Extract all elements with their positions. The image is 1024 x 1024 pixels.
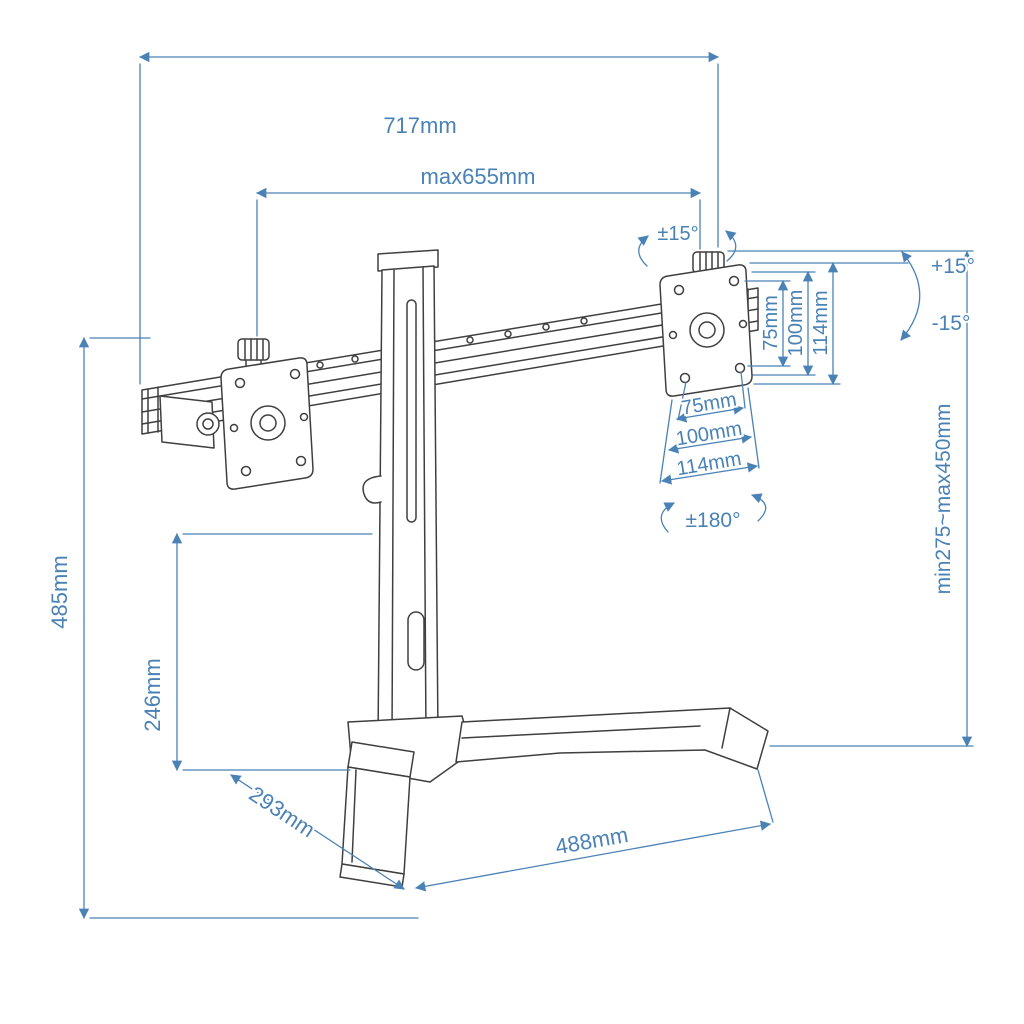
- left-plate-hub: [250, 405, 286, 441]
- label-total-height: 485mm: [47, 555, 72, 628]
- stand-drawing: [141, 249, 769, 888]
- dimension-annotations: [78, 51, 974, 920]
- label-top-width: 717mm: [383, 113, 456, 138]
- right-plate-hub: [689, 312, 725, 348]
- label-vesa-vertical-75: 75mm: [760, 295, 782, 351]
- label-vesa-vertical-114: 114mm: [810, 290, 832, 355]
- label-vesa-horizontal-114: 114mm: [675, 448, 743, 480]
- column-slot: [407, 611, 425, 671]
- label-vesa-horizontal-100: 100mm: [674, 418, 743, 451]
- dim-total-height: [78, 336, 419, 920]
- dim-base-depth: [230, 774, 405, 890]
- base: [339, 707, 769, 888]
- label-lower-column: 246mm: [140, 658, 165, 731]
- left-slider-bracket: [159, 395, 215, 449]
- dim-vesa-vertical: [744, 261, 909, 386]
- label-height-range: min275~max450mm: [932, 404, 955, 595]
- label-tilt-down: -15°: [932, 312, 971, 335]
- dim-knob-tilt-arrows: [637, 230, 737, 267]
- dim-top-width: [138, 51, 720, 385]
- height-adjust-groove: [406, 299, 417, 523]
- dim-vesa-horizontal: [659, 371, 760, 485]
- label-swivel: ±180°: [686, 509, 741, 532]
- base-right-arm: [455, 707, 769, 770]
- cable-hook: [362, 475, 382, 504]
- label-base-width: 488mm: [553, 822, 630, 859]
- label-base-depth: 293mm: [245, 781, 320, 842]
- dim-base-width: [414, 769, 774, 892]
- dim-lower-column: [171, 532, 373, 772]
- dim-swivel-arrows: [660, 493, 767, 533]
- label-vesa-vertical-100: 100mm: [785, 290, 807, 357]
- left-vesa-plate: [220, 357, 314, 490]
- label-tilt-up: +15°: [931, 255, 975, 278]
- dim-tilt-arc: [900, 251, 921, 341]
- left-tilt-joint: [196, 412, 220, 436]
- column: [362, 249, 439, 742]
- right-vesa-plate: [659, 264, 753, 397]
- label-knob-tilt: ±15°: [657, 223, 698, 245]
- column-top-cap: [377, 249, 439, 272]
- label-arm-span: max655mm: [421, 164, 536, 189]
- dim-arm-span: [255, 187, 702, 337]
- dim-height-range: [727, 250, 974, 748]
